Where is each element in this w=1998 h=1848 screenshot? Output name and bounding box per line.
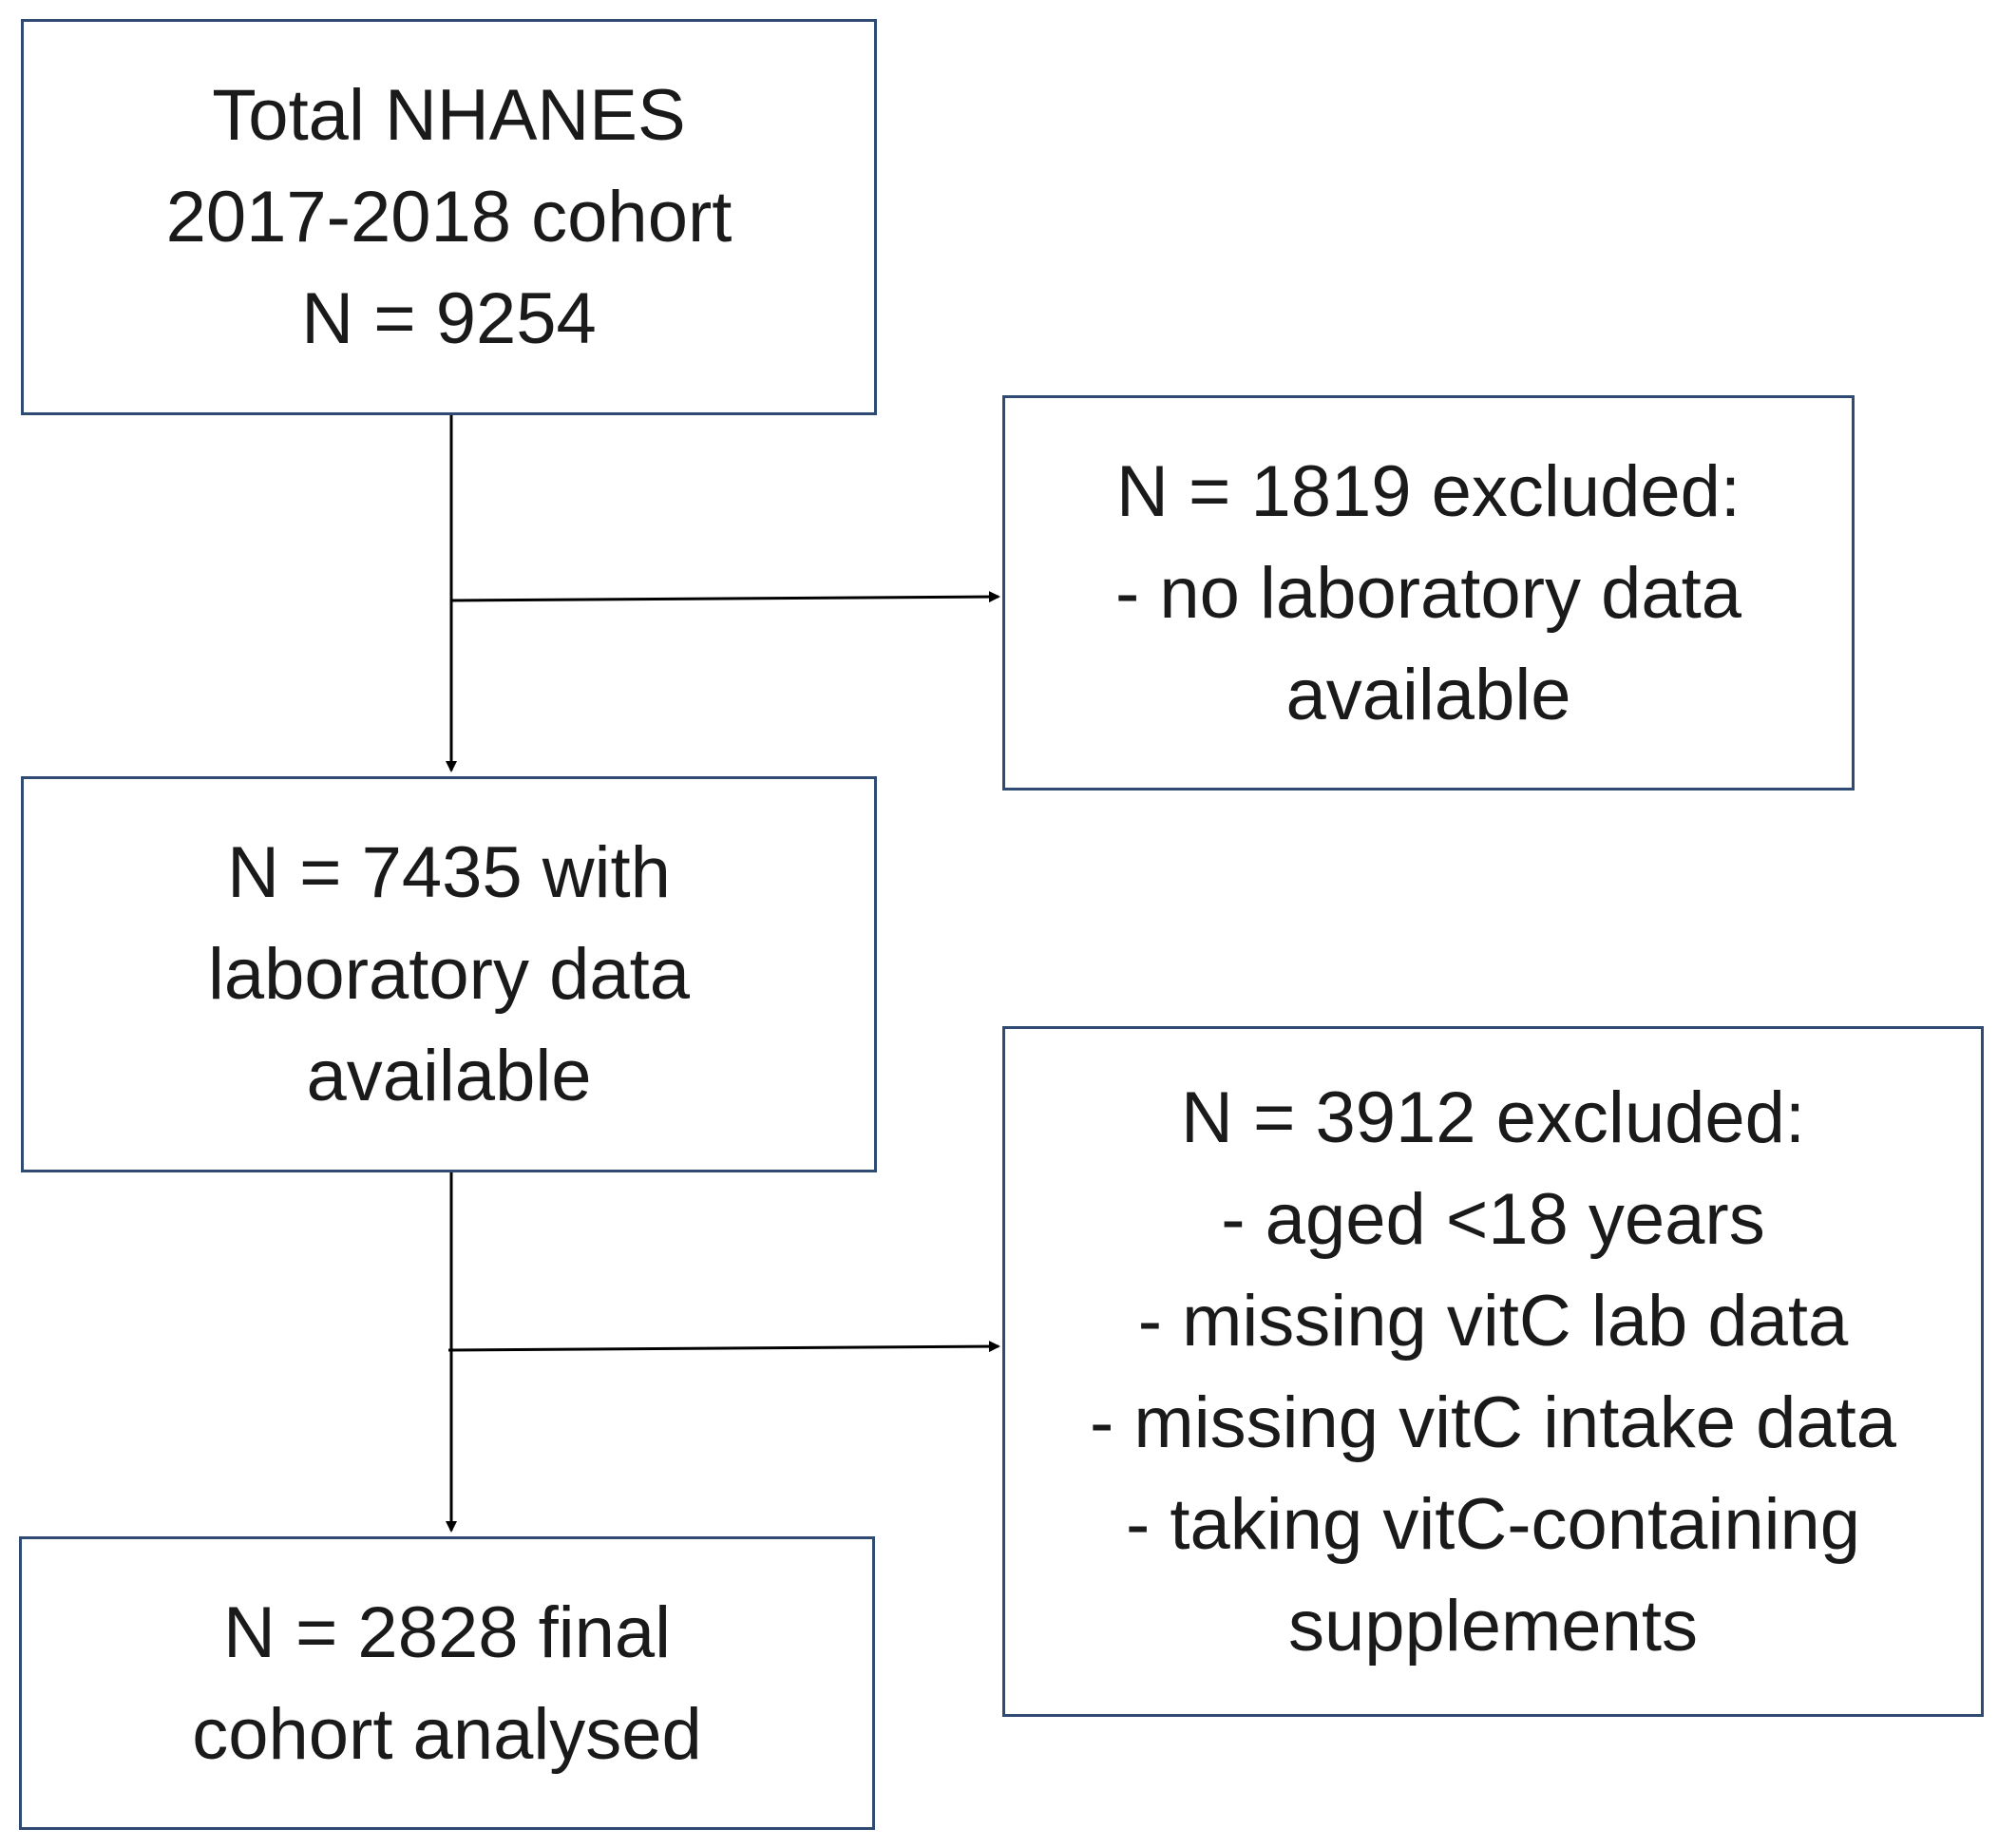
excluded-no-lab-line-1: N = 1819 excluded: [1115,450,1741,532]
arrow-to-excluded-2 [447,1341,1000,1353]
with-lab-data-box: N = 7435 with laboratory data available [21,776,877,1172]
with-lab-data-line-2: laboratory data [208,934,690,1015]
total-cohort-box: Total NHANES 2017-2018 cohort N = 9254 [21,19,877,415]
arrow-to-excluded-1 [450,591,1000,603]
excluded-criteria-line-6: supplements [1288,1585,1698,1667]
total-cohort-line-1: Total NHANES [212,75,686,156]
excluded-criteria-line-2: - aged <18 years [1221,1178,1765,1260]
with-lab-data-line-1: N = 7435 with [227,832,671,913]
excluded-no-lab-line-2: - no laboratory data [1114,552,1742,634]
excluded-criteria-line-3: - missing vitC lab data [1137,1280,1849,1362]
with-lab-data-line-3: available [306,1036,592,1116]
excluded-criteria-line-5: - taking vitC-containing [1125,1483,1861,1565]
total-cohort-line-2: 2017-2018 cohort [165,177,733,257]
excluded-criteria-box: N = 3912 excluded: - aged <18 years - mi… [1002,1026,1984,1717]
excluded-criteria-line-4: - missing vitC intake data [1090,1381,1896,1463]
excluded-no-lab-line-3: available [1285,654,1571,735]
total-cohort-line-3: N = 9254 [301,278,597,359]
final-cohort-line-1: N = 2828 final [222,1591,672,1673]
excluded-no-lab-box: N = 1819 excluded: - no laboratory data … [1002,395,1855,791]
final-cohort-line-2: cohort analysed [192,1693,702,1775]
final-cohort-box: N = 2828 final cohort analysed [19,1536,875,1830]
excluded-criteria-line-1: N = 3912 excluded: [1180,1076,1806,1158]
